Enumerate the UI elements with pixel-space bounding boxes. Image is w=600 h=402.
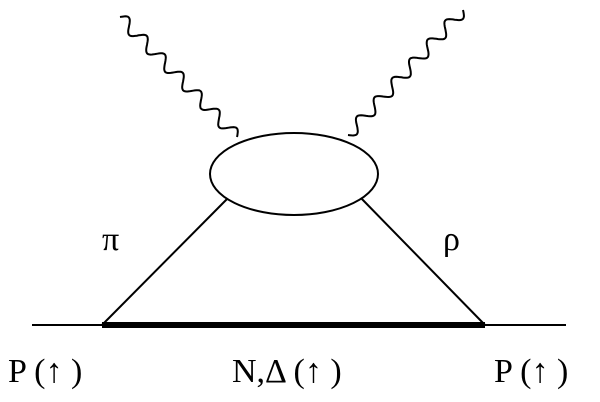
- proton-in-label: P (↑ ): [8, 353, 82, 390]
- intermediate-label: N,Δ (↑ ): [232, 353, 342, 390]
- proton-out-label: P (↑ ): [494, 353, 568, 390]
- photon-line-left: [119, 15, 239, 138]
- rho-meson-line: [358, 195, 486, 326]
- pi-label: π: [102, 221, 119, 258]
- photon-line-right: [347, 9, 465, 137]
- pi-meson-line: [101, 195, 231, 326]
- vertex-blob: [209, 132, 379, 216]
- rho-label: ρ: [443, 221, 460, 258]
